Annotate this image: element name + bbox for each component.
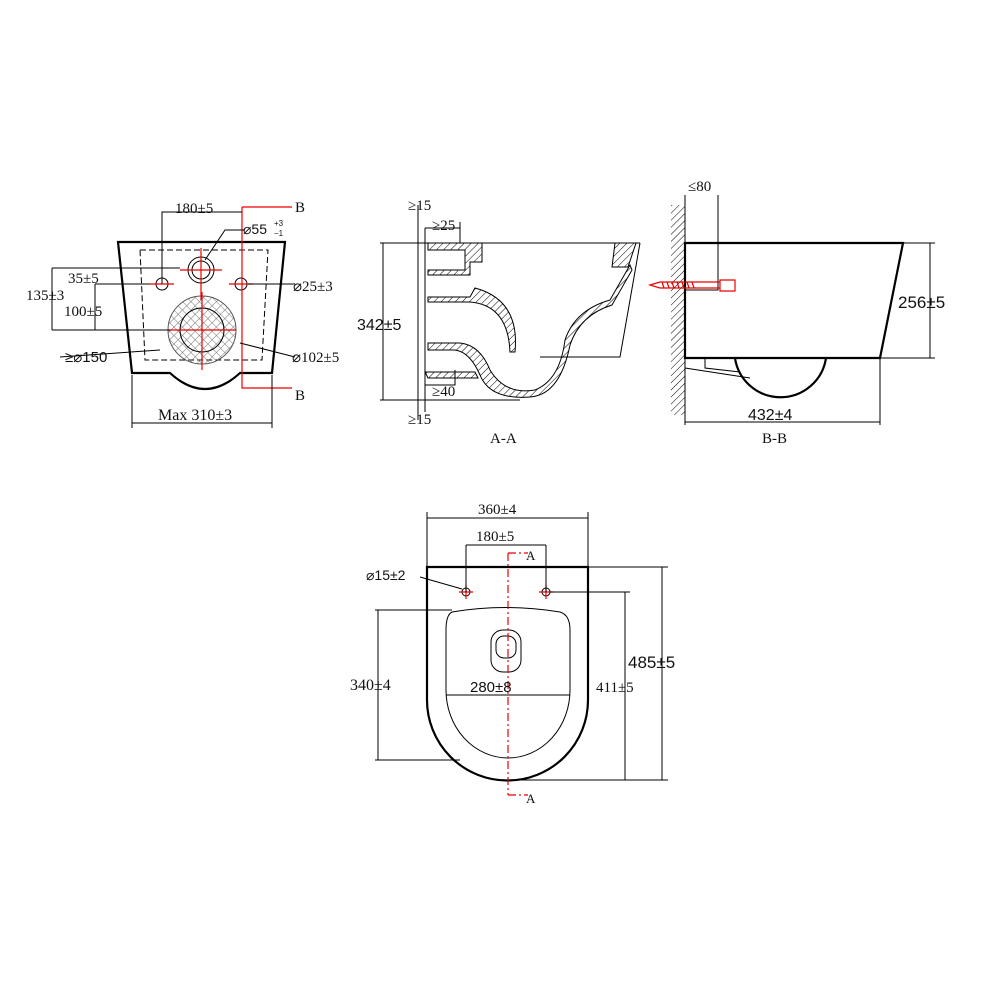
- dim-80: ≤80: [688, 179, 711, 195]
- front-outline: [116, 240, 287, 391]
- dim-35: 35±5: [68, 271, 99, 287]
- section-aa: ≥15 ≥25 342±5 ≥40 ≥15 A-A: [357, 198, 641, 447]
- tol-lower: −1: [274, 229, 284, 238]
- bowl-outline: [733, 357, 828, 399]
- dim-inlet: ⌀55: [243, 221, 267, 237]
- dim-seat-length: 340±4: [350, 677, 391, 694]
- dim-top-bolt-spacing: 180±5: [476, 529, 514, 545]
- dim-bolt-hole: ⌀25±3: [293, 279, 333, 295]
- dim-total-length: 485±5: [628, 653, 675, 672]
- dim-outlet: ⌀102±5: [292, 350, 339, 366]
- section-mark-b-top: B: [295, 200, 305, 216]
- dim-hole-to-front: 411±5: [596, 680, 634, 696]
- dim-depth: 432±4: [748, 407, 792, 424]
- dim-bolt-spacing: 180±5: [175, 201, 213, 217]
- tol-upper: +3: [274, 219, 284, 228]
- section-bb: ≤80 256±5 432±4 B-B: [647, 179, 945, 447]
- dim-40: ≥40: [432, 384, 455, 400]
- section-mark-b-bottom: B: [295, 388, 305, 404]
- dim-hole: ⌀15±2: [366, 567, 406, 583]
- dim-height-aa: 342±5: [357, 317, 401, 334]
- dim-135: 135±3: [26, 288, 64, 304]
- section-label-aa: A-A: [490, 431, 517, 447]
- section-mark-a-top: A: [526, 548, 536, 563]
- front-hidden-frame: [139, 249, 269, 361]
- section-line-a: [507, 552, 528, 796]
- dim-outlet-min: ≥⌀150: [65, 349, 107, 366]
- wall-screw: [647, 279, 736, 292]
- section-line-b: [241, 206, 292, 389]
- front-view: 180±5 ⌀55 +3 −1 B B 35±5 135±3 100±5 ⌀25…: [26, 200, 339, 428]
- dim-100: 100±5: [64, 304, 102, 320]
- section-mark-a-bottom: A: [526, 791, 536, 806]
- dim-bottom-15: ≥15: [408, 412, 431, 428]
- top-view: 360±4 180±5 A A ⌀15±2 340±4 280±8 411±5 …: [350, 502, 675, 806]
- flush-opening: [490, 629, 522, 673]
- dim-25: ≥25: [432, 218, 455, 234]
- dim-max-width: Max 310±3: [158, 407, 232, 424]
- dim-top-15: ≥15: [408, 198, 431, 214]
- wall-hatch: [671, 205, 685, 415]
- section-label-bb: B-B: [762, 431, 787, 447]
- dim-height-bb: 256±5: [898, 293, 945, 312]
- dim-top-width: 360±4: [478, 502, 517, 518]
- seat-opening: [445, 607, 571, 759]
- dim-seat-width: 280±8: [470, 679, 512, 696]
